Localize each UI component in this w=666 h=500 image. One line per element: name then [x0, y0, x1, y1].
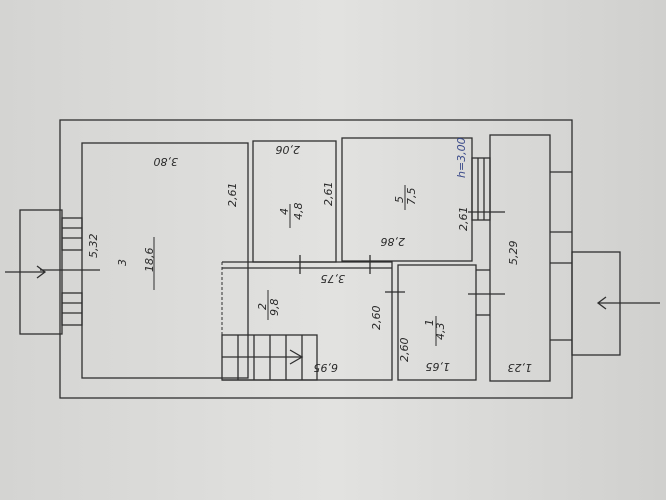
- dim-room2-total: 6,95: [314, 361, 339, 374]
- room-4-area: 4,8: [292, 203, 305, 221]
- dim-corridor-width: 1,23: [508, 361, 533, 374]
- dim-room5-height: 2,61: [457, 207, 470, 232]
- dim-room3-width: 3,80: [154, 155, 179, 168]
- staircase: [221, 334, 318, 381]
- dim-room1-height: 2,60: [398, 338, 411, 363]
- room-2-number: 2: [256, 303, 269, 310]
- dim-room2-height: 2,60: [370, 306, 383, 331]
- dim-room2-length: 3,75: [321, 272, 346, 285]
- corridor: [489, 134, 551, 382]
- dim-room5-width: 2,86: [381, 235, 406, 248]
- room-3: [81, 142, 249, 379]
- room-2-area: 9,8: [268, 299, 281, 317]
- room-1: [397, 264, 477, 381]
- dim-room3-side: 5,32: [87, 234, 100, 259]
- room-3-number: 3: [116, 259, 129, 266]
- entrance-arrows: [5, 265, 660, 310]
- dim-room3-height: 2,61: [226, 183, 239, 208]
- room-1-area: 4,3: [434, 323, 447, 341]
- outer-wall: [59, 119, 573, 399]
- ceiling-height-note: h=3,00: [455, 137, 468, 178]
- windows: [61, 157, 572, 341]
- labels: 3,80 2,61 5,32 3 18,6 2,06 2,61 4 4,8 2,…: [87, 137, 532, 374]
- fraction-lines: [153, 185, 437, 346]
- dim-room4-width: 2,06: [276, 143, 301, 156]
- room-4-number: 4: [278, 208, 291, 215]
- dim-room1-width: 1,65: [426, 360, 451, 373]
- room-3-area: 18,6: [143, 248, 156, 273]
- walls: [5, 119, 660, 399]
- room-5-number: 5: [393, 196, 406, 203]
- room-1-number: 1: [423, 319, 436, 326]
- room-5-area: 7,5: [405, 188, 418, 206]
- dim-corridor-height: 5,29: [507, 241, 520, 266]
- dim-room4-height: 2,61: [322, 182, 335, 207]
